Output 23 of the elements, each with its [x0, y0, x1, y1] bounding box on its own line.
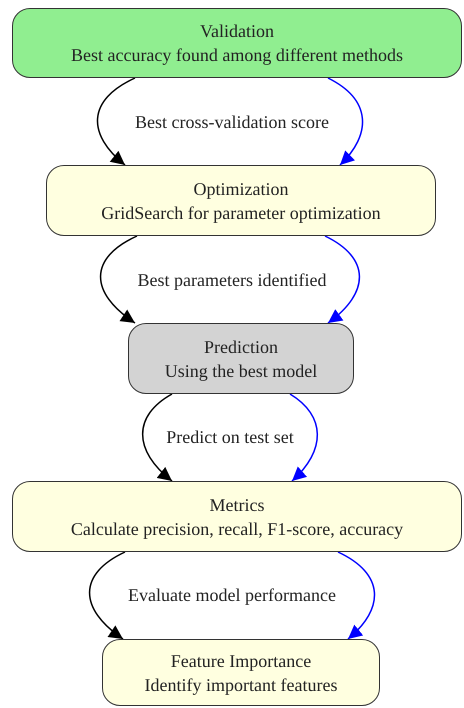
- process-box: [46, 165, 436, 236]
- node-title: Optimization: [194, 178, 288, 200]
- arrow: [88, 551, 126, 640]
- arrow: [290, 393, 318, 482]
- node-description: Identify important features: [144, 674, 338, 696]
- node-title: Feature Importance: [170, 650, 312, 672]
- process-box: [12, 481, 462, 552]
- node-description: Calculate precision, recall, F1-score, accuracy: [70, 518, 404, 540]
- node-description: GridSearch for parameter optimization: [101, 202, 381, 224]
- arrow: [142, 393, 172, 482]
- arrow: [324, 235, 360, 324]
- process-box: [128, 323, 354, 394]
- process-box: [102, 639, 380, 706]
- node-title: Metrics: [210, 494, 264, 516]
- process-box: [12, 8, 462, 78]
- node-description: Best accuracy found among different methods: [70, 44, 404, 67]
- node-title: Validation: [200, 20, 274, 43]
- arrow: [338, 551, 376, 640]
- node-title: Prediction: [204, 336, 278, 358]
- arrow: [328, 77, 364, 166]
- arrow: [96, 77, 136, 166]
- arrow: [100, 235, 138, 324]
- node-description: Using the best model: [164, 360, 318, 382]
